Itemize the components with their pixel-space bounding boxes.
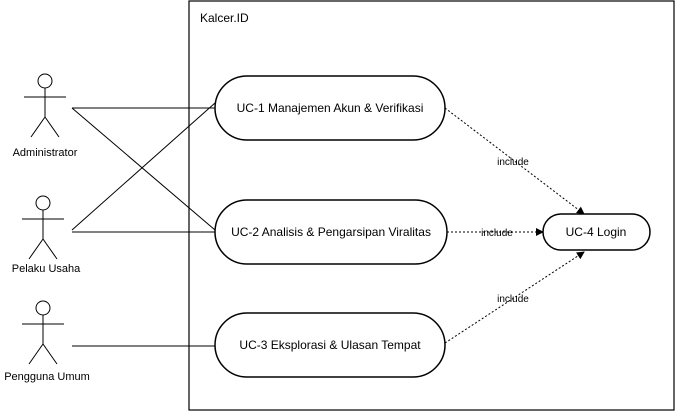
include-label-uc3: include: [497, 294, 529, 305]
system-title: Kalcer.ID: [200, 11, 249, 25]
use-case-uc1-label: UC-1 Manajemen Akun & Verifikasi: [237, 101, 424, 115]
actor-pelaku-usaha[interactable]: Pelaku Usaha: [12, 195, 81, 275]
actor-administrator-label: Administrator: [13, 147, 78, 159]
use-case-uc4[interactable]: UC-4 Login: [542, 213, 651, 251]
use-case-uc2-label: UC-2 Analisis & Pengarsipan Viralitas: [231, 225, 431, 239]
actor-pengguna-umum[interactable]: Pengguna Umum: [4, 300, 90, 383]
actor-head-icon: [37, 73, 53, 89]
include-label-uc1: include: [497, 157, 529, 168]
actor-administrator[interactable]: Administrator: [13, 73, 78, 159]
assoc-admin-uc2: [71, 107, 216, 231]
use-case-uc2[interactable]: UC-2 Analisis & Pengarsipan Viralitas: [214, 199, 448, 265]
actor-head-icon: [35, 300, 51, 316]
use-case-uc3[interactable]: UC-3 Eksplorasi & Ulasan Tempat: [214, 312, 446, 378]
actor-head-icon: [35, 195, 51, 211]
include-uc1-uc4: [444, 107, 585, 215]
use-case-uc1[interactable]: UC-1 Manajemen Akun & Verifikasi: [214, 75, 446, 141]
assoc-business-uc1: [71, 102, 216, 231]
use-case-uc3-label: UC-3 Eksplorasi & Ulasan Tempat: [239, 338, 421, 352]
include-label-uc2: include: [481, 228, 513, 239]
actor-pelaku-usaha-label: Pelaku Usaha: [12, 263, 81, 275]
actor-pengguna-umum-label: Pengguna Umum: [4, 371, 90, 383]
use-case-uc4-label: UC-4 Login: [566, 225, 627, 239]
